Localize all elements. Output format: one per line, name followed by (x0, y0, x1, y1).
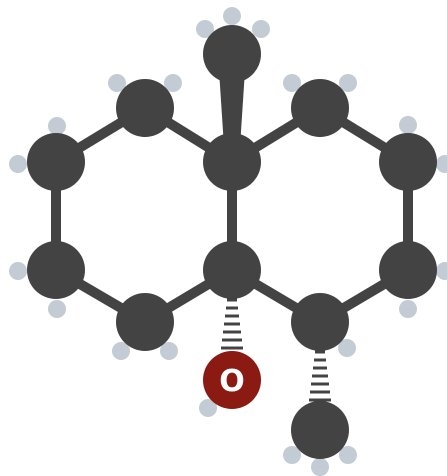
hydrogen-atom (9, 262, 27, 280)
hydrogen-atom (283, 74, 301, 92)
carbon-atoms (27, 25, 437, 459)
oxygen-group: O (203, 351, 261, 409)
hydrogen-atom (48, 300, 66, 318)
carbon-atom-c7 (379, 133, 437, 191)
hydrogen-atom (160, 342, 178, 360)
carbon-atom-c8 (291, 79, 349, 137)
carbon-atom-c2 (27, 133, 85, 191)
carbon-atom-methyl-bottom (291, 401, 349, 459)
hydrogen-atom (436, 262, 447, 280)
oxygen-atom (203, 351, 261, 409)
hydrogen-atom (112, 342, 130, 360)
hydrogen-atom (339, 446, 357, 464)
carbon-atom-c6 (379, 241, 437, 299)
hydrogen-atom (339, 74, 357, 92)
hydrogen-atom (108, 74, 126, 92)
hydrogen-atom (399, 116, 417, 134)
hydrogen-atom (9, 155, 27, 173)
carbon-atom-c5 (291, 293, 349, 351)
carbon-atom-c8a (203, 133, 261, 191)
hashed-bond-methyl-bottom (309, 350, 331, 402)
carbon-atom-c4a (203, 241, 261, 299)
hydrogen-atom (252, 20, 270, 38)
hydrogen-atom (311, 458, 329, 476)
hydrogen-atom (223, 7, 241, 25)
carbon-atom-c3 (27, 241, 85, 299)
carbon-atom-methyl-top (203, 25, 261, 83)
oxygen-label: O (219, 364, 245, 399)
hydrogen-atom (399, 300, 417, 318)
hydrogen-atom (196, 20, 214, 38)
carbon-atom-c4 (116, 293, 174, 351)
hydrogen-atom (164, 74, 182, 92)
hydrogen-atom (436, 155, 447, 173)
hydrogen-atom (199, 399, 217, 417)
hydrogen-atom (48, 117, 66, 135)
carbon-atom-c1 (116, 79, 174, 137)
hashed-bond-oxygen (221, 298, 243, 350)
hydrogen-atom (338, 339, 356, 357)
hydrogen-atom (283, 446, 301, 464)
hydrogen-atoms (9, 7, 447, 476)
